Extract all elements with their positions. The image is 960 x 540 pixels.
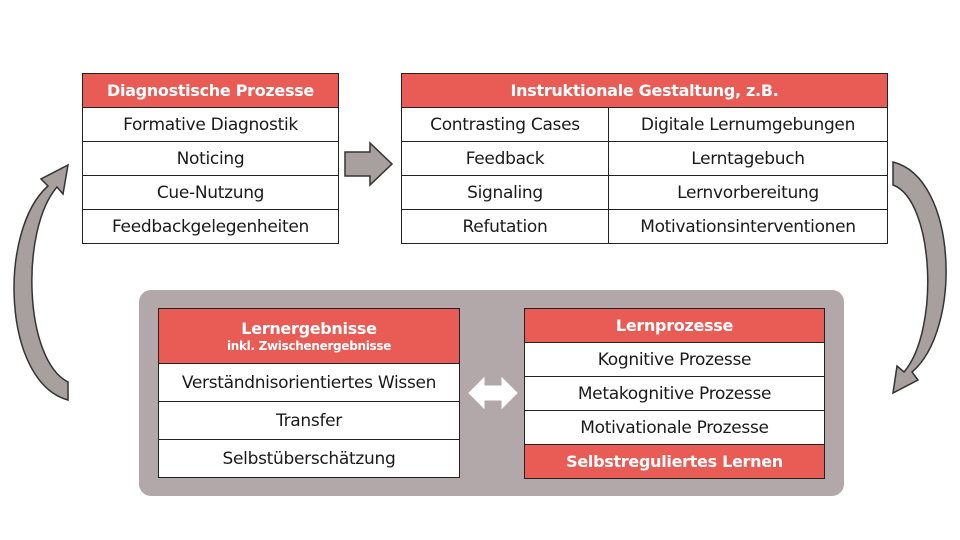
instructional-item: Motivationsinterventionen [608,209,888,244]
instructional-item: Signaling [401,175,609,210]
diagnostic-item: Noticing [82,141,339,176]
diagnostic-processes-box: Diagnostische Prozesse Formative Diagnos… [82,73,339,244]
self-regulated-learning-footer: Selbstreguliertes Lernen [524,444,825,479]
diagnostic-item: Formative Diagnostik [82,107,339,142]
instructional-design-box: Instruktionale Gestaltung, z.B. Contrast… [401,73,888,244]
process-item: Motivationale Prozesse [524,410,825,445]
instructional-item: Feedback [401,141,609,176]
outcome-item: Verständnisorientiertes Wissen [158,363,460,402]
arrow-bidirectional [468,376,518,410]
outcome-item: Transfer [158,401,460,440]
process-item: Kognitive Prozesse [524,342,825,377]
learning-outcomes-title: Lernergebnisse [241,319,377,338]
outcome-item: Selbstüberschätzung [158,439,460,478]
learning-outcomes-box: Lernergebnisse inkl. Zwischenergebnisse … [158,308,460,478]
instructional-item: Lernvorbereitung [608,175,888,210]
instructional-item: Refutation [401,209,609,244]
arrow-instruction-to-processes [892,161,947,395]
instructional-item: Lerntagebuch [608,141,888,176]
learning-outcomes-subtitle: inkl. Zwischenergebnisse [226,339,392,353]
diagnostic-item: Cue-Nutzung [82,175,339,210]
diagnostic-processes-header: Diagnostische Prozesse [82,73,339,108]
process-item: Metakognitive Prozesse [524,376,825,411]
instructional-item: Digitale Lernumgebungen [608,107,888,142]
diagnostic-item: Feedbackgelegenheiten [82,209,339,244]
arrow-outcomes-to-diagnostics [13,163,69,401]
instructional-item: Contrasting Cases [401,107,609,142]
learning-processes-header: Lernprozesse [524,308,825,343]
learning-outcomes-header: Lernergebnisse inkl. Zwischenergebnisse [158,308,460,364]
learning-processes-box: Lernprozesse Kognitive Prozesse Metakogn… [524,308,825,479]
arrow-diagnostics-to-instruction [344,141,394,187]
instructional-design-header: Instruktionale Gestaltung, z.B. [401,73,888,108]
